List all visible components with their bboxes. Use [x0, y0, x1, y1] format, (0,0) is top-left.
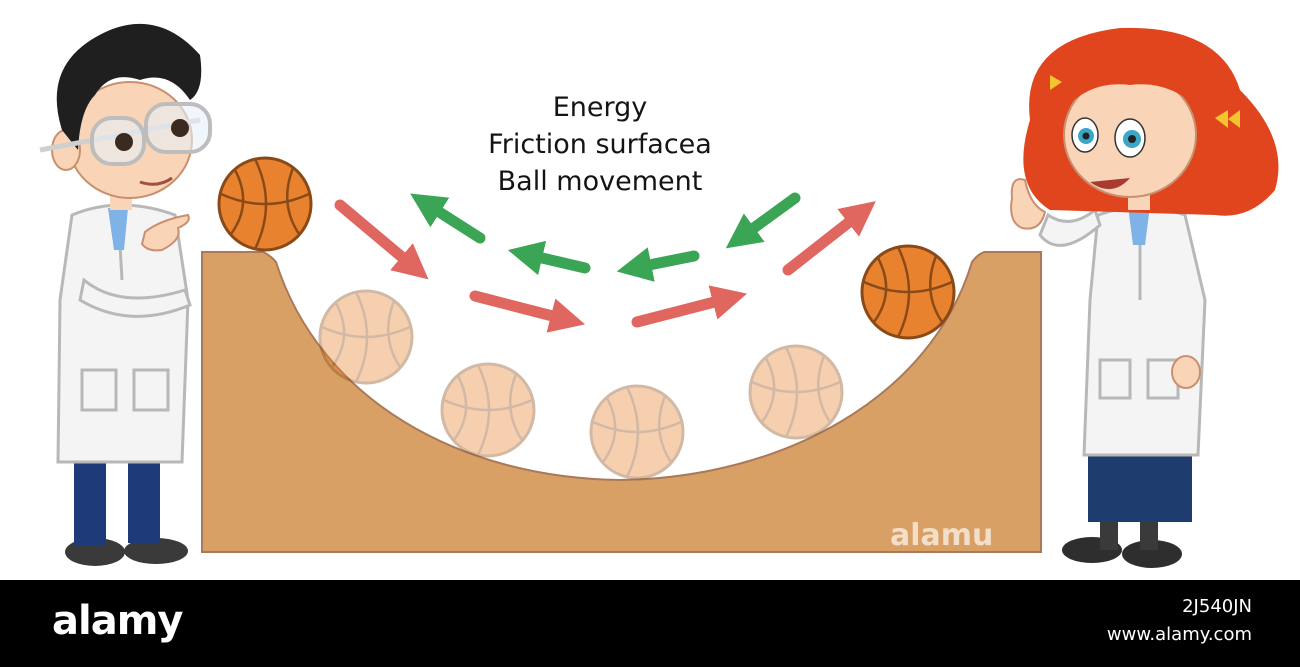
ball-faded-2	[440, 362, 536, 458]
watermark-text: alamu	[890, 518, 994, 553]
ball-start	[217, 156, 313, 252]
arrow-red-mid-left	[469, 290, 586, 333]
diagram-svg	[39, 23, 1279, 568]
boy-scientist-figure	[39, 23, 212, 566]
ball-faded-3	[589, 384, 685, 480]
title-line-ball-movement: Ball movement	[497, 166, 703, 197]
arrow-green-up-left	[410, 193, 486, 244]
footer-image-id: 2J540JN	[1182, 596, 1252, 617]
arrow-green-mid-right	[616, 247, 700, 282]
footer-logo: alamy	[52, 598, 183, 644]
friction-surface-ramp	[201, 251, 1042, 553]
ball-end	[860, 244, 956, 340]
title-line-energy: Energy	[552, 92, 648, 123]
title-line-friction-surface: Friction surfacea	[488, 129, 712, 160]
arrow-green-up-right	[725, 192, 801, 249]
illustration-canvas: Energy Friction surfacea Ball movement a…	[39, 23, 1279, 568]
arrow-red-mid-right	[631, 285, 748, 328]
ball-faded-1	[318, 289, 414, 385]
arrow-green-mid-left	[507, 240, 591, 276]
arrow-red-down-left	[334, 199, 429, 280]
ball-faded-4	[748, 344, 844, 440]
footer-url: www.alamy.com	[1106, 624, 1252, 645]
girl-scientist-figure	[1010, 27, 1279, 568]
arrow-red-up-right	[782, 201, 876, 276]
stock-footer-bar: alamy 2J540JN www.alamy.com	[0, 580, 1300, 667]
